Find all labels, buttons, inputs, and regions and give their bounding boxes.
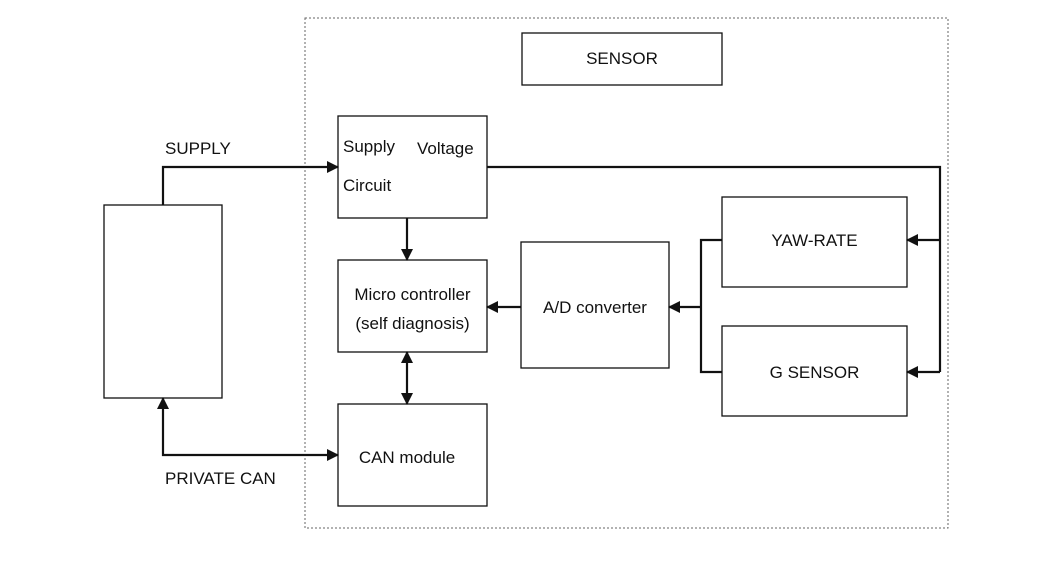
can-module-label: CAN module bbox=[358, 448, 456, 467]
micro-controller-label-line1: Micro controller bbox=[354, 285, 471, 304]
supply-voltage-circuit-label-circuit: Circuit bbox=[343, 176, 392, 195]
micro-controller-label-line2: (self diagnosis) bbox=[355, 314, 470, 333]
supply-voltage-circuit-label-voltage: Voltage bbox=[417, 139, 474, 158]
supply-voltage-circuit-label-supply: Supply bbox=[343, 137, 395, 156]
supply-voltage-circuit-block bbox=[337, 115, 488, 219]
yaw-rate-block bbox=[721, 196, 908, 288]
sensor-output-bus bbox=[699, 238, 722, 374]
micro-controller-block bbox=[337, 259, 488, 353]
supply-label: SUPPLY bbox=[165, 139, 231, 158]
ecu-block bbox=[103, 204, 223, 399]
g-sensor-label: G SENSOR bbox=[769, 363, 860, 382]
ad-converter-block bbox=[520, 241, 670, 369]
private-can-line bbox=[157, 397, 339, 461]
g-sensor-block bbox=[721, 325, 908, 417]
private-can-label: PRIVATE CAN bbox=[165, 469, 276, 488]
sensor-title: SENSOR bbox=[586, 49, 658, 68]
can-module-block bbox=[337, 403, 488, 507]
sensor-boundary bbox=[304, 17, 949, 529]
sensor-title-box bbox=[521, 32, 723, 86]
ad-converter-label: A/D converter bbox=[543, 298, 647, 317]
supply-line bbox=[161, 161, 339, 205]
power-feed-line bbox=[487, 165, 942, 372]
yaw-rate-label: YAW-RATE bbox=[771, 231, 858, 250]
